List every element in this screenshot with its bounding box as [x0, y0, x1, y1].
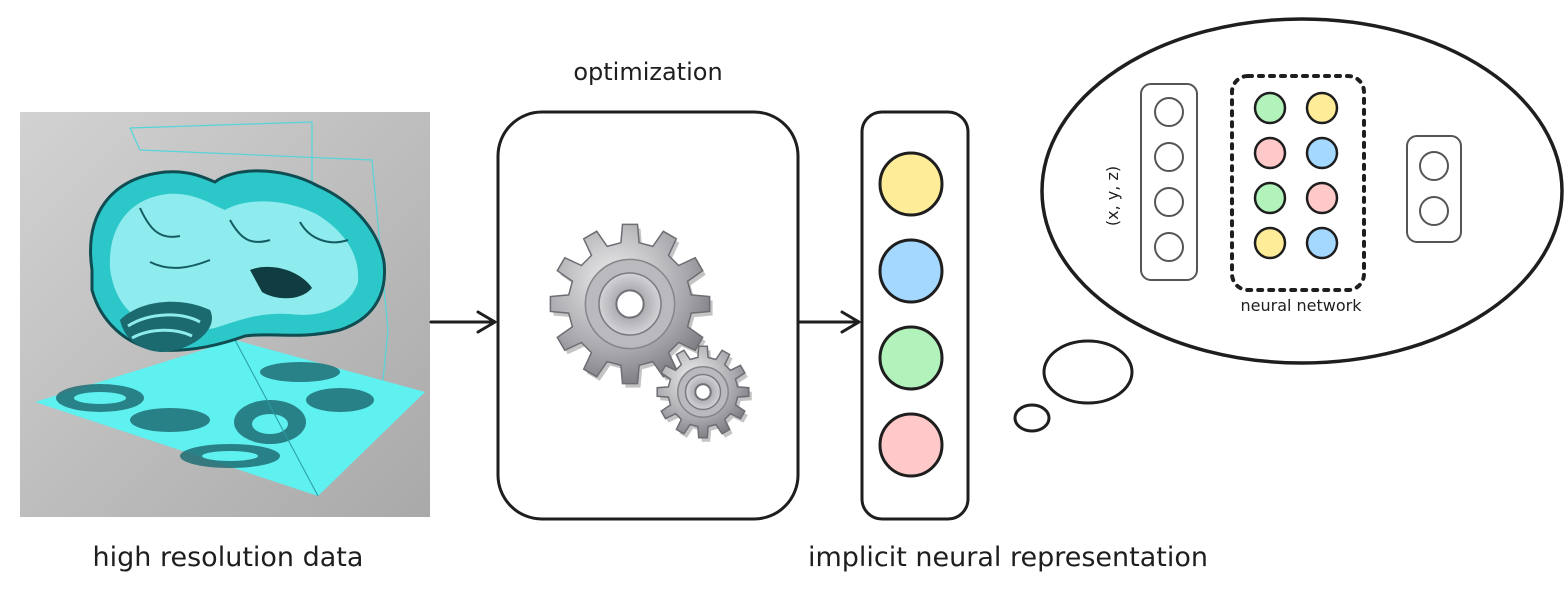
optimization-label: optimization: [573, 58, 722, 86]
large-gear-icon: [549, 223, 713, 388]
thought-bubble-large: [1040, 17, 1564, 365]
input-node: [1154, 187, 1184, 217]
input-node: [1154, 232, 1184, 262]
implicit-neural-representation-label: implicit neural representation: [808, 542, 1208, 573]
inr-box: [860, 110, 970, 521]
output-layer-nodes: [1419, 151, 1449, 226]
hidden-node-pink: [1305, 181, 1339, 215]
gears-icon: [549, 223, 752, 442]
optimization-box: [496, 110, 800, 521]
inr-node-pink: [878, 412, 944, 478]
hidden-layer-nodes: [1253, 91, 1339, 260]
arrow-data-to-optimization: [429, 310, 497, 334]
inr-nodes: [878, 151, 944, 478]
arrow-optimization-to-inr: [797, 310, 861, 334]
output-layer-box: [1406, 135, 1462, 243]
thought-bubble-medium: [1042, 339, 1134, 405]
inr-node-yellow: [878, 151, 944, 217]
output-node: [1419, 196, 1449, 226]
inr-node-green: [878, 325, 944, 391]
hidden-node-blue: [1305, 226, 1339, 260]
hidden-node-pink: [1253, 136, 1287, 170]
hidden-node-blue: [1305, 136, 1339, 170]
output-node: [1419, 151, 1449, 181]
hidden-node-yellow: [1253, 226, 1287, 260]
input-node: [1154, 142, 1184, 172]
hidden-layer-box: [1230, 74, 1366, 292]
inr-node-blue: [878, 238, 944, 304]
thought-bubble-small: [1013, 403, 1051, 433]
hidden-node-green: [1253, 91, 1287, 125]
input-node: [1154, 97, 1184, 127]
high-resolution-data-label: high resolution data: [93, 542, 364, 573]
neural-network-label: neural network: [1240, 296, 1362, 315]
hidden-node-green: [1253, 181, 1287, 215]
small-gear-icon: [656, 345, 752, 442]
hidden-node-yellow: [1305, 91, 1339, 125]
input-coords-label: (x, y, z): [1103, 166, 1122, 226]
input-layer-box: [1140, 83, 1198, 281]
input-layer-nodes: [1154, 97, 1184, 262]
brain-volume-image: [20, 112, 430, 517]
